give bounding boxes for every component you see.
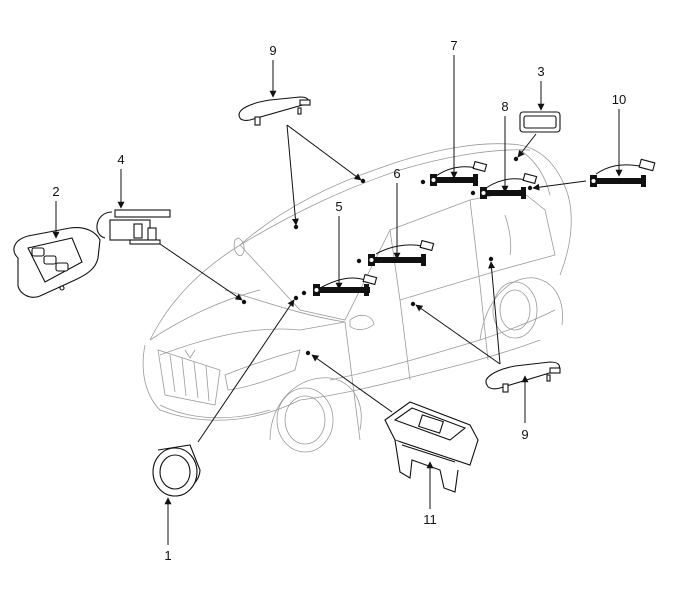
callout-7: 7 <box>450 38 457 53</box>
antenna-8-icon <box>480 172 538 199</box>
callout-8: 8 <box>501 99 508 114</box>
callout-6: 6 <box>393 166 400 181</box>
car-outline <box>142 143 572 453</box>
antenna-5-icon <box>313 273 378 296</box>
leader-10-to-car <box>532 180 587 191</box>
callout-3: 3 <box>537 64 544 79</box>
callout-11: 11 <box>423 512 437 527</box>
callout-9-bottom: 9 <box>521 427 528 442</box>
door-handle-icon <box>485 361 561 393</box>
smart-key-unit-icon <box>384 401 479 493</box>
leader-9-top-a <box>286 124 299 226</box>
antenna-7-icon <box>430 160 488 186</box>
leader-9-bottom-b <box>415 304 501 365</box>
leader-1-to-car <box>197 299 295 443</box>
rear-component-icon <box>519 111 561 133</box>
callout-10: 10 <box>612 92 626 107</box>
steering-lock-icon <box>96 209 171 245</box>
antenna-10-icon <box>590 158 656 187</box>
leader-9-bottom-a <box>488 261 501 365</box>
fob-key-icon <box>13 227 101 298</box>
leader-11-to-car <box>311 354 393 413</box>
leader-3-to-car <box>517 133 537 158</box>
door-handle-icon <box>238 96 311 126</box>
start-stop-button-icon <box>152 444 201 497</box>
callout-5: 5 <box>335 199 342 214</box>
leader-4-to-car <box>159 243 243 301</box>
callout-4: 4 <box>117 152 124 167</box>
antenna-6-icon <box>368 239 435 266</box>
callout-1: 1 <box>164 548 171 563</box>
callout-2: 2 <box>52 184 59 199</box>
leader-9-top-b <box>286 124 362 181</box>
callout-9-top: 9 <box>269 43 276 58</box>
